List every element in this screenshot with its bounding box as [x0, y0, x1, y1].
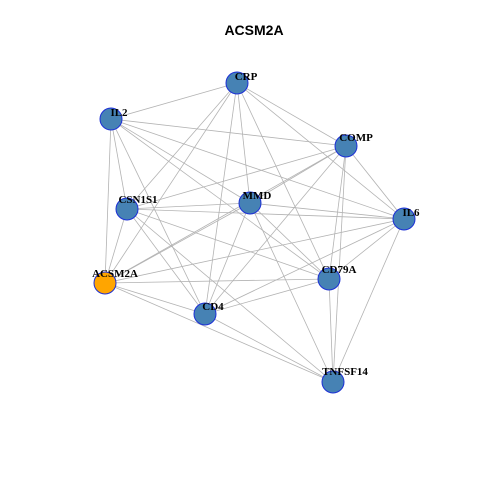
edge-layer: [104, 82, 405, 383]
edge-crp-comp: [236, 82, 347, 147]
node-label-mmd: MMD: [243, 190, 272, 202]
node-label-cd79a: CD79A: [322, 264, 357, 276]
edge-cd79a-cd4: [204, 278, 330, 315]
edge-mmd-cd79a: [249, 202, 330, 280]
node-il6: [392, 207, 416, 231]
node-crp: [225, 71, 249, 95]
edge-comp-cd4: [204, 145, 347, 315]
edge-il6-acsm2a: [104, 218, 405, 284]
node-label-tnfsf14: TNFSF14: [322, 366, 368, 378]
edge-csn1s1-il6: [126, 208, 405, 220]
edge-il6-cd79a: [328, 218, 405, 280]
node-label-cd4: CD4: [202, 301, 224, 313]
graph-title: ACSM2A: [224, 22, 283, 38]
edge-mmd-acsm2a: [104, 202, 251, 284]
node-il2: [99, 107, 123, 131]
node-mmd: [238, 191, 262, 215]
edge-comp-tnfsf14: [332, 145, 347, 383]
edge-il2-csn1s1: [110, 118, 128, 210]
edge-il6-cd4: [204, 218, 405, 315]
node-layer: [93, 71, 416, 394]
edge-mmd-il6: [249, 202, 405, 220]
node-cd4: [193, 302, 217, 326]
edge-comp-cd79a: [328, 145, 347, 280]
edge-il2-comp: [110, 118, 347, 147]
edge-csn1s1-tnfsf14: [126, 208, 334, 383]
edge-crp-cd79a: [236, 82, 330, 280]
edge-cd79a-tnfsf14: [328, 278, 334, 383]
edge-crp-il6: [236, 82, 405, 220]
edge-il2-acsm2a: [104, 118, 112, 284]
node-comp: [334, 134, 358, 158]
edge-comp-csn1s1: [126, 145, 347, 210]
edge-acsm2a-cd4: [104, 282, 206, 315]
edge-comp-acsm2a: [104, 145, 347, 284]
edge-crp-csn1s1: [126, 82, 238, 210]
edge-acsm2a-cd79a: [104, 278, 330, 284]
edge-cd4-tnfsf14: [204, 313, 334, 383]
node-tnfsf14: [321, 370, 345, 394]
edge-crp-il2: [110, 82, 238, 120]
node-label-comp: COMP: [339, 132, 373, 144]
edge-comp-il6: [345, 145, 405, 220]
edge-crp-cd4: [204, 82, 238, 315]
node-label-csn1s1: CSN1S1: [118, 194, 157, 206]
edge-il2-cd79a: [110, 118, 330, 280]
edge-il2-il6: [110, 118, 405, 220]
edge-csn1s1-cd4: [126, 208, 206, 315]
edge-csn1s1-acsm2a: [104, 208, 128, 284]
node-label-il6: IL6: [402, 207, 420, 219]
edge-mmd-tnfsf14: [249, 202, 334, 383]
edge-crp-mmd: [236, 82, 251, 204]
node-cd79a: [317, 267, 341, 291]
node-label-crp: CRP: [235, 71, 258, 83]
edge-il2-mmd: [110, 118, 251, 204]
edge-crp-acsm2a: [104, 82, 238, 284]
node-acsm2a: [93, 271, 117, 295]
edge-mmd-cd4: [204, 202, 251, 315]
edge-csn1s1-cd79a: [126, 208, 330, 280]
node-label-il2: IL2: [110, 107, 128, 119]
edge-il6-tnfsf14: [332, 218, 405, 383]
edge-csn1s1-mmd: [126, 202, 251, 210]
node-csn1s1: [115, 197, 139, 221]
node-label-acsm2a: ACSM2A: [92, 268, 138, 280]
edge-acsm2a-tnfsf14: [104, 282, 334, 383]
